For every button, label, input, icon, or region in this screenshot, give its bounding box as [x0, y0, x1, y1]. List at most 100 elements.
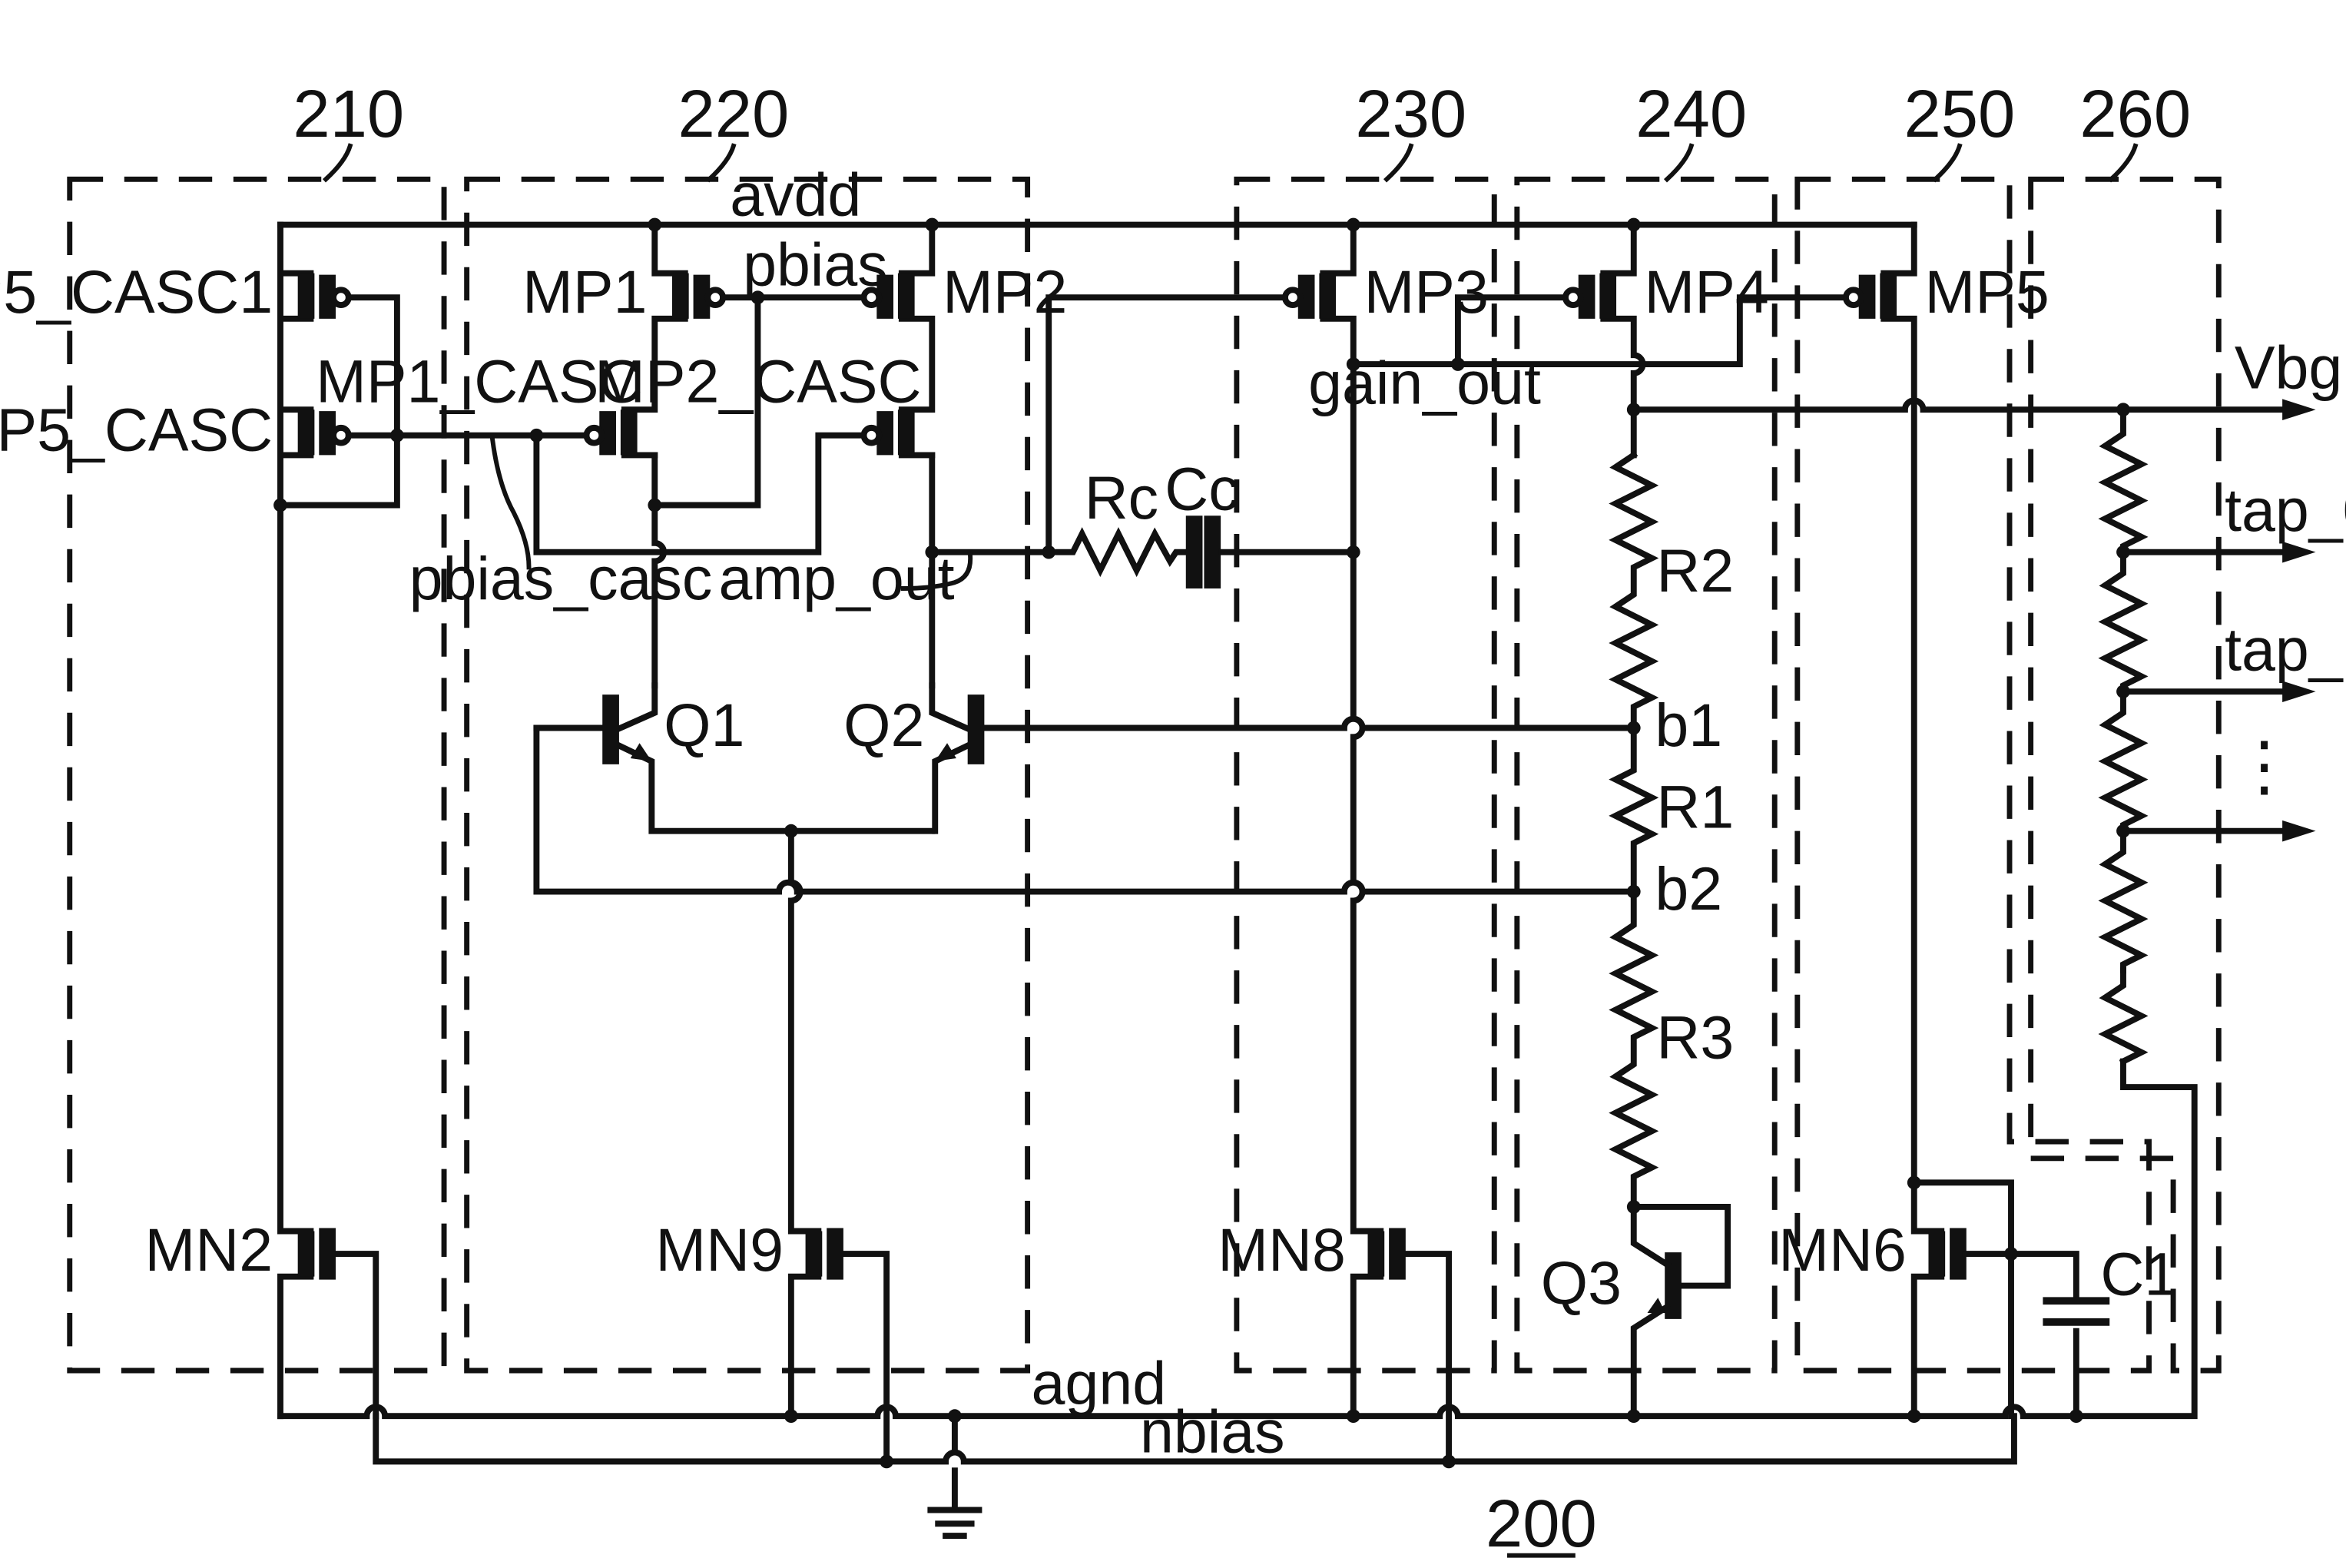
block-220-ref: 220 — [678, 77, 789, 151]
node-dot — [1347, 545, 1360, 559]
mp5-casc-label: MP5_CASC — [0, 396, 273, 463]
node-dot — [1907, 1409, 1921, 1423]
vbg-label: Vbg — [2235, 334, 2342, 402]
r3-resistor — [1615, 892, 1652, 1207]
q1-label: Q1 — [664, 691, 744, 759]
mp5-label: MP5 — [1925, 258, 2049, 326]
vbg-net — [1634, 400, 2285, 409]
q2-label: Q2 — [843, 691, 924, 759]
node-dot — [2116, 545, 2130, 559]
node-dot — [2116, 403, 2130, 416]
ladder-r-d — [2105, 831, 2141, 971]
r1-label: R1 — [1656, 774, 1734, 841]
node-dot — [1347, 357, 1360, 371]
node-dot — [784, 1409, 798, 1423]
tap-ellipsis: ⋮ — [2231, 728, 2298, 803]
mn6-gate-to-c1 — [1966, 1254, 2076, 1416]
gain-out-label: gain_out — [1308, 349, 1541, 416]
mp2-symbol — [885, 273, 906, 319]
cc-capacitor — [1195, 515, 1213, 588]
ladder-r-a — [2105, 409, 2141, 552]
figure-number: 200 — [1486, 1487, 1597, 1561]
mn9-wiring — [791, 831, 886, 1462]
node-dot — [2116, 685, 2130, 698]
node-dot — [2004, 1247, 2018, 1261]
b1-label: b1 — [1655, 691, 1722, 759]
ladder-r-e — [2105, 970, 2141, 1061]
tap1-label: tap_1 — [2225, 616, 2346, 684]
ground-icon — [930, 1416, 979, 1536]
node-dot — [1347, 218, 1360, 232]
mn8-label: MN8 — [1218, 1216, 1346, 1284]
q3-emitter-arrow — [1648, 1298, 1666, 1313]
tap0-arrow — [2282, 542, 2315, 563]
node-dot — [1042, 545, 1055, 559]
block-260-ref: 260 — [2079, 77, 2191, 151]
node-dot — [1451, 357, 1465, 371]
node-dot — [1627, 1200, 1641, 1214]
block-250-ref: 250 — [1904, 77, 2016, 151]
node-dot — [880, 1454, 893, 1468]
block-230: MP3 gain_out MN8 — [1218, 218, 1846, 1469]
mp5-gate-bubble — [1846, 290, 1861, 305]
node-dot — [1627, 218, 1641, 232]
compensation-network: Rc Cc — [1042, 297, 1353, 588]
vbg-arrow — [2282, 399, 2315, 420]
node-dot — [1627, 721, 1641, 735]
node-dot — [648, 499, 661, 512]
tapn-arrow — [2282, 820, 2315, 842]
block-reference-labels: 210 220 230 240 250 260 — [293, 77, 2191, 179]
mp1-casc-label: MP1_CASC — [316, 347, 642, 415]
mp1-symbol — [681, 273, 702, 319]
node-dot — [1347, 1409, 1360, 1423]
block-250-boundary — [1798, 179, 2149, 1371]
mn9-label: MN9 — [655, 1216, 784, 1284]
block-240-ref: 240 — [1635, 77, 1747, 151]
mp4-label: MP4 — [1645, 258, 1769, 326]
rc-resistor — [1049, 534, 1191, 570]
mp3-symbol — [1307, 273, 1328, 319]
mp5-casc1-gate-bubble — [333, 290, 349, 305]
node-dot — [648, 218, 661, 232]
r2-resistor — [1615, 455, 1652, 728]
node-dot — [273, 499, 287, 512]
mp5-casc1-label: MP5_CASC1 — [0, 258, 273, 326]
tap1-arrow — [2282, 681, 2315, 702]
node-dot — [784, 824, 798, 838]
cc-label: Cc — [1165, 455, 1238, 522]
mn2-label: MN2 — [145, 1216, 273, 1284]
pbias-label: pbias — [743, 230, 888, 298]
block-240-boundary — [1517, 179, 1774, 1371]
node-dot — [948, 1409, 962, 1423]
mp2-casc-symbol — [885, 409, 906, 455]
mp3-label: MP3 — [1364, 258, 1489, 326]
block-260: tap_0 tap_1 ⋮ — [2105, 403, 2346, 1061]
nbias-label: nbias — [1140, 1398, 1285, 1466]
node-dot — [2069, 1409, 2083, 1423]
node-dot — [925, 218, 939, 232]
node-dot — [390, 429, 404, 443]
mp4-gate-bubble — [1566, 290, 1581, 305]
mp1-label: MP1 — [522, 258, 647, 326]
mp2-gate-bubble — [864, 290, 880, 305]
mp2-casc-label: MP2_CASC — [595, 347, 921, 415]
tap0-label: tap_0 — [2225, 476, 2346, 544]
node-dot — [1627, 885, 1641, 899]
b1-net — [983, 719, 1633, 728]
block-210-ref: 210 — [293, 77, 404, 151]
node-dot — [1627, 1409, 1641, 1423]
mn6-label: MN6 — [1778, 1216, 1907, 1284]
node-dot — [1907, 1175, 1921, 1189]
block-260-boundary — [2031, 179, 2219, 1371]
node-dot — [925, 545, 939, 559]
mp3-gate-bubble — [1285, 290, 1301, 305]
pbias-casc-gate-link — [536, 436, 863, 552]
r2-label: R2 — [1656, 537, 1734, 605]
node-dot — [530, 429, 544, 443]
block-240: MP4 R2 R1 R3 b1 b2 Q3 — [1541, 218, 1769, 1423]
c1-label: C1 — [2100, 1240, 2178, 1308]
block-250: MP5 C1 MN6 — [1778, 225, 2178, 1424]
ladder-r-b — [2105, 552, 2141, 692]
mp1-casc-symbol — [608, 409, 629, 455]
